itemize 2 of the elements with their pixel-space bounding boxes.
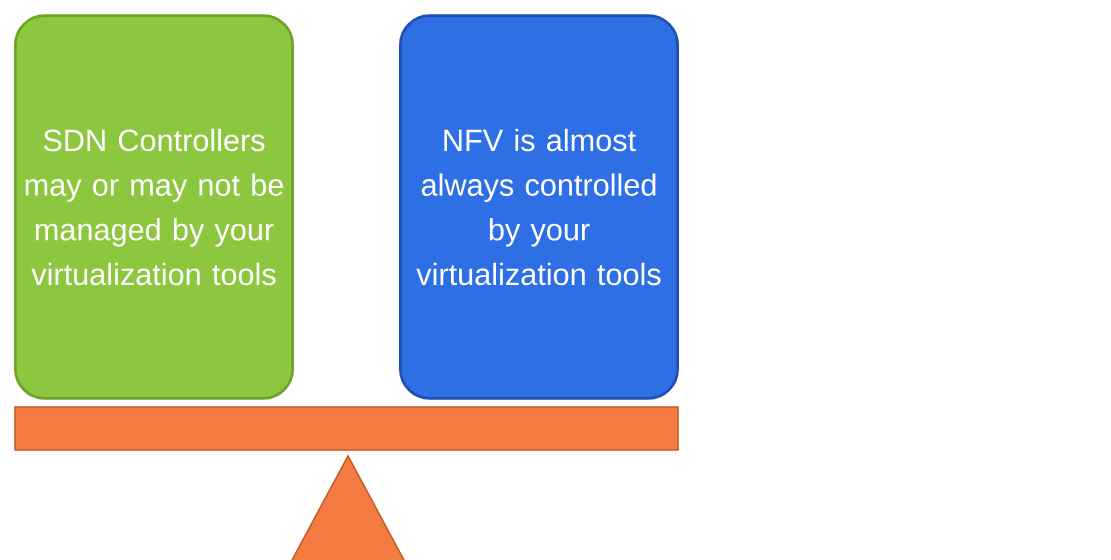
text-box: SDN Controllers may or may not be managed by your virtualization tools [14,14,294,400]
text-box: NFV is almost always controlled by your virtualization tools [399,14,679,400]
